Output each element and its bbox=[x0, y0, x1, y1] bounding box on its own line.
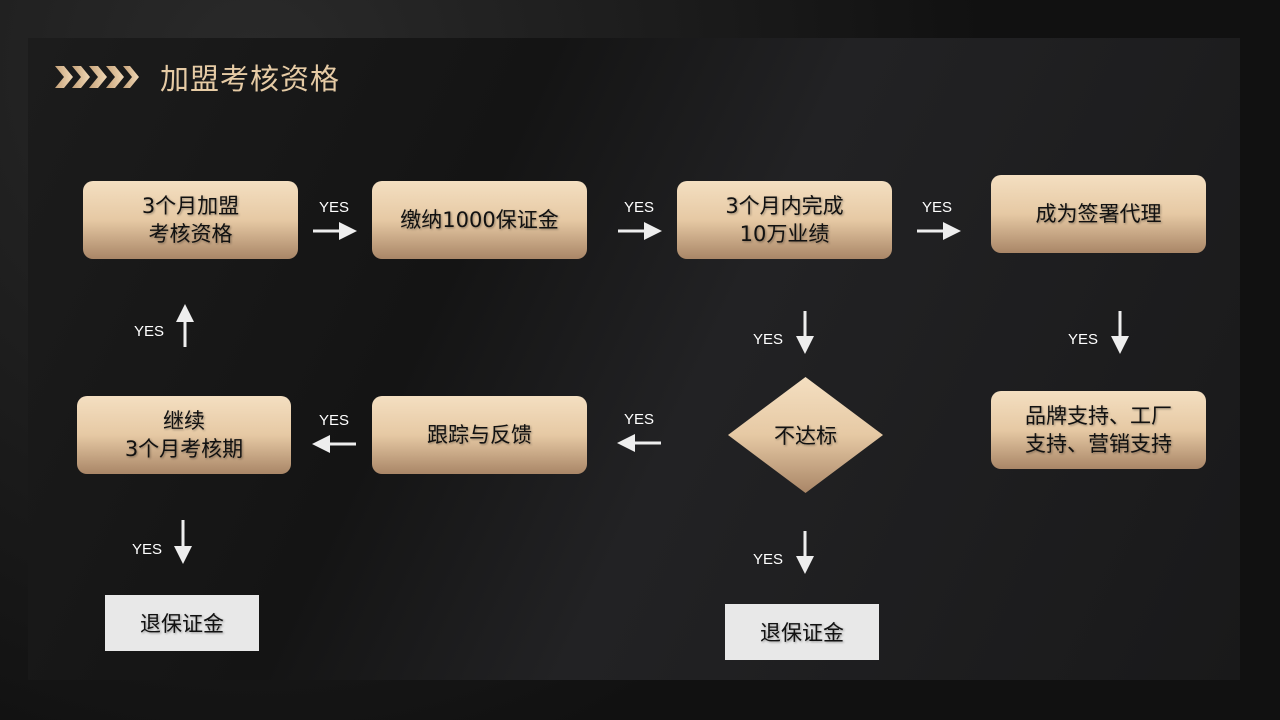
step-continue-assessment: 继续 3个月考核期 bbox=[77, 396, 291, 474]
yes-label: YES bbox=[319, 199, 350, 216]
yes-label: YES bbox=[1068, 331, 1099, 348]
decision-label: 不达标 bbox=[774, 424, 837, 448]
content-panel bbox=[28, 38, 1240, 680]
step-join-assessment: 3个月加盟 考核资格 bbox=[83, 181, 298, 259]
refund-deposit-box: 退保证金 bbox=[105, 595, 259, 651]
yes-label: YES bbox=[624, 411, 655, 428]
chevrons-icon bbox=[55, 66, 139, 88]
step-complete-sales: 3个月内完成 10万业绩 bbox=[677, 181, 892, 259]
yes-label: YES bbox=[319, 412, 350, 429]
yes-label: YES bbox=[134, 323, 165, 340]
yes-label: YES bbox=[132, 541, 163, 558]
yes-label: YES bbox=[922, 199, 953, 216]
step-support: 品牌支持、工厂 支持、营销支持 bbox=[991, 391, 1206, 469]
refund-deposit-box: 退保证金 bbox=[725, 604, 879, 660]
decision-not-met: 不达标 bbox=[728, 377, 883, 493]
yes-label: YES bbox=[624, 199, 655, 216]
yes-label: YES bbox=[753, 331, 784, 348]
yes-label: YES bbox=[753, 551, 784, 568]
step-become-agent: 成为签署代理 bbox=[991, 175, 1206, 253]
step-pay-deposit: 缴纳1000保证金 bbox=[372, 181, 587, 259]
step-tracking-feedback: 跟踪与反馈 bbox=[372, 396, 587, 474]
page-title: 加盟考核资格 bbox=[160, 62, 341, 96]
